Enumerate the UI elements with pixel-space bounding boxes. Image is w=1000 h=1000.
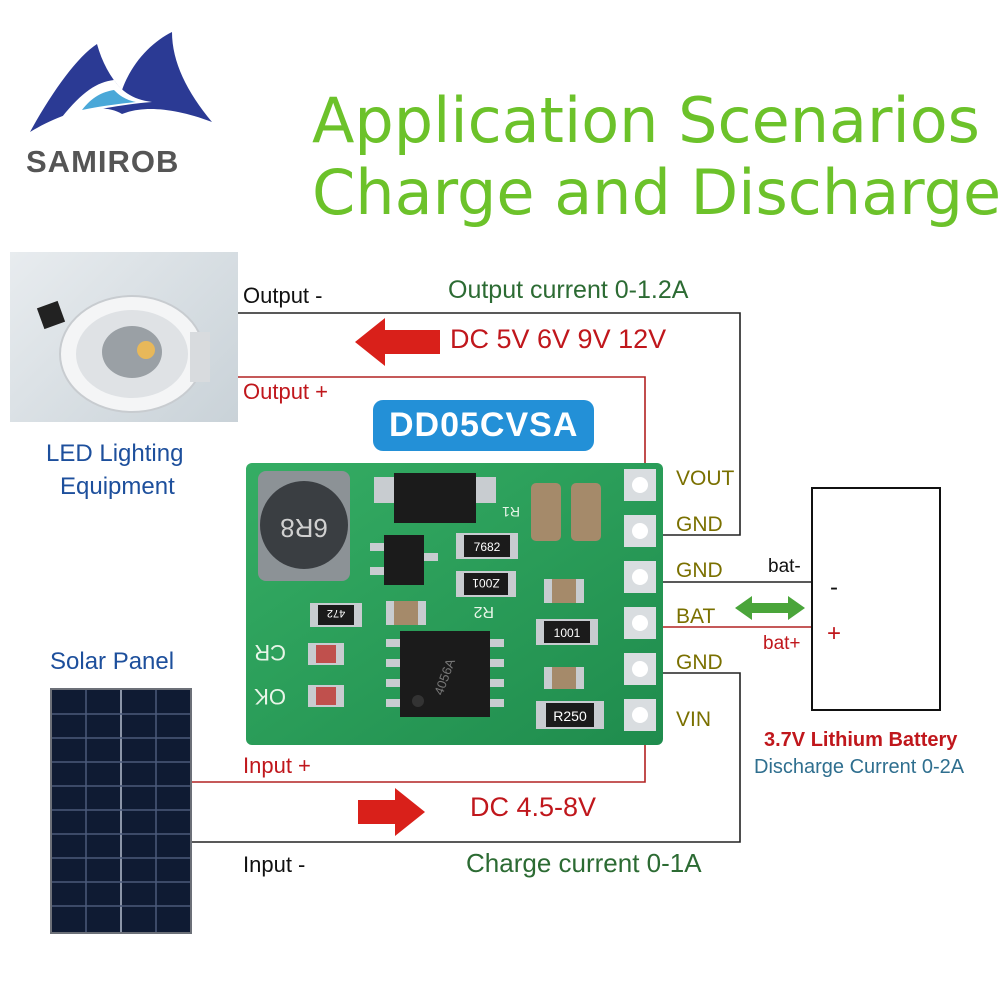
resistor-r250-icon <box>536 701 604 729</box>
led-cr-icon <box>308 643 344 665</box>
pin-pads-icon <box>624 469 656 731</box>
mosfet-top-icon <box>374 473 496 523</box>
pin-label-vin: VIN <box>676 708 712 731</box>
resistor-r250-marking: R250 <box>553 708 587 724</box>
silk-r1: R1 <box>502 504 520 520</box>
resistor-z001-icon <box>456 571 516 597</box>
input-minus-wire <box>192 672 741 843</box>
resistor-z001-marking: Z001 <box>472 576 500 590</box>
solar-caption: Solar Panel <box>50 648 175 675</box>
module-name-badge: DD05CVSA <box>373 400 595 451</box>
brand-name: SAMIROB <box>26 144 180 179</box>
capacitor-small-icon <box>386 601 426 625</box>
led-caption-1: LED Lighting <box>46 440 184 467</box>
output-current-label: Output current 0-1.2A <box>448 276 689 304</box>
charge-current-label: Charge current 0-1A <box>466 848 702 878</box>
silk-ok: OK <box>254 684 286 709</box>
battery-pos-sign: + <box>827 620 842 647</box>
title-line-2: Charge and Discharge <box>312 156 1000 229</box>
resistor-7682-icon <box>456 533 518 559</box>
output-minus-wire <box>238 312 741 536</box>
output-plus-wire <box>238 376 646 465</box>
logo-mark-icon <box>30 32 212 132</box>
input-plus-wire <box>192 745 646 783</box>
battery-discharge-label: Discharge Current 0-2A <box>754 756 965 778</box>
charger-ic-icon <box>386 631 504 717</box>
battery-box <box>811 487 941 711</box>
battery-neg-sign: - <box>830 574 838 601</box>
inductor-icon <box>258 471 350 581</box>
led-light-photo <box>10 252 238 422</box>
silk-r2: R2 <box>473 603 494 620</box>
title-line-1: Application Scenarios <box>312 84 980 157</box>
pin-label-gnd-2: GND <box>676 559 723 582</box>
input-arrow-icon <box>358 788 425 836</box>
output-voltage-label: DC 5V 6V 9V 12V <box>450 324 667 354</box>
led-ok-icon <box>308 685 344 707</box>
inductor-marking: 6R8 <box>280 513 328 543</box>
capacitors-icon <box>531 483 601 541</box>
solar-panel <box>50 688 192 934</box>
resistor-1001-icon <box>536 619 598 645</box>
led-downlight-icon <box>36 295 210 413</box>
resistor-472-marking: 472 <box>327 607 345 619</box>
battery-name-label: 3.7V Lithium Battery <box>764 729 958 751</box>
led-caption-2: Equipment <box>60 473 175 500</box>
brand-logo: SAMIROB <box>22 22 222 192</box>
bat-plus-wire-label: bat+ <box>763 633 801 654</box>
input-minus-label: Input - <box>243 852 306 877</box>
output-plus-label: Output + <box>243 379 329 404</box>
output-minus-label: Output - <box>243 283 323 308</box>
resistor-1001-marking: 1001 <box>554 626 581 640</box>
silk-cr: CR <box>254 640 286 665</box>
input-plus-label: Input + <box>243 753 311 778</box>
bat-minus-wire-label: bat- <box>768 556 801 577</box>
resistor-7682-marking: 7682 <box>474 540 501 554</box>
output-arrow-icon <box>355 318 440 366</box>
pcb-board: 6R8 7682 Z001 472 1001 R250 4056A R1 R2 … <box>246 463 663 745</box>
bat-bidirectional-arrow-icon <box>735 596 805 620</box>
solar-cells-icon <box>52 690 190 932</box>
input-voltage-label: DC 4.5-8V <box>470 792 597 822</box>
capacitor-low-icon <box>544 667 584 689</box>
pin-label-bat: BAT <box>676 605 716 628</box>
pin-label-vout: VOUT <box>676 467 735 490</box>
pin-label-gnd-1: GND <box>676 513 723 536</box>
capacitor-mid-icon <box>544 579 584 603</box>
sot-ic-icon <box>370 535 438 585</box>
pin-label-gnd-3: GND <box>676 651 723 674</box>
resistor-472-icon <box>310 603 362 627</box>
